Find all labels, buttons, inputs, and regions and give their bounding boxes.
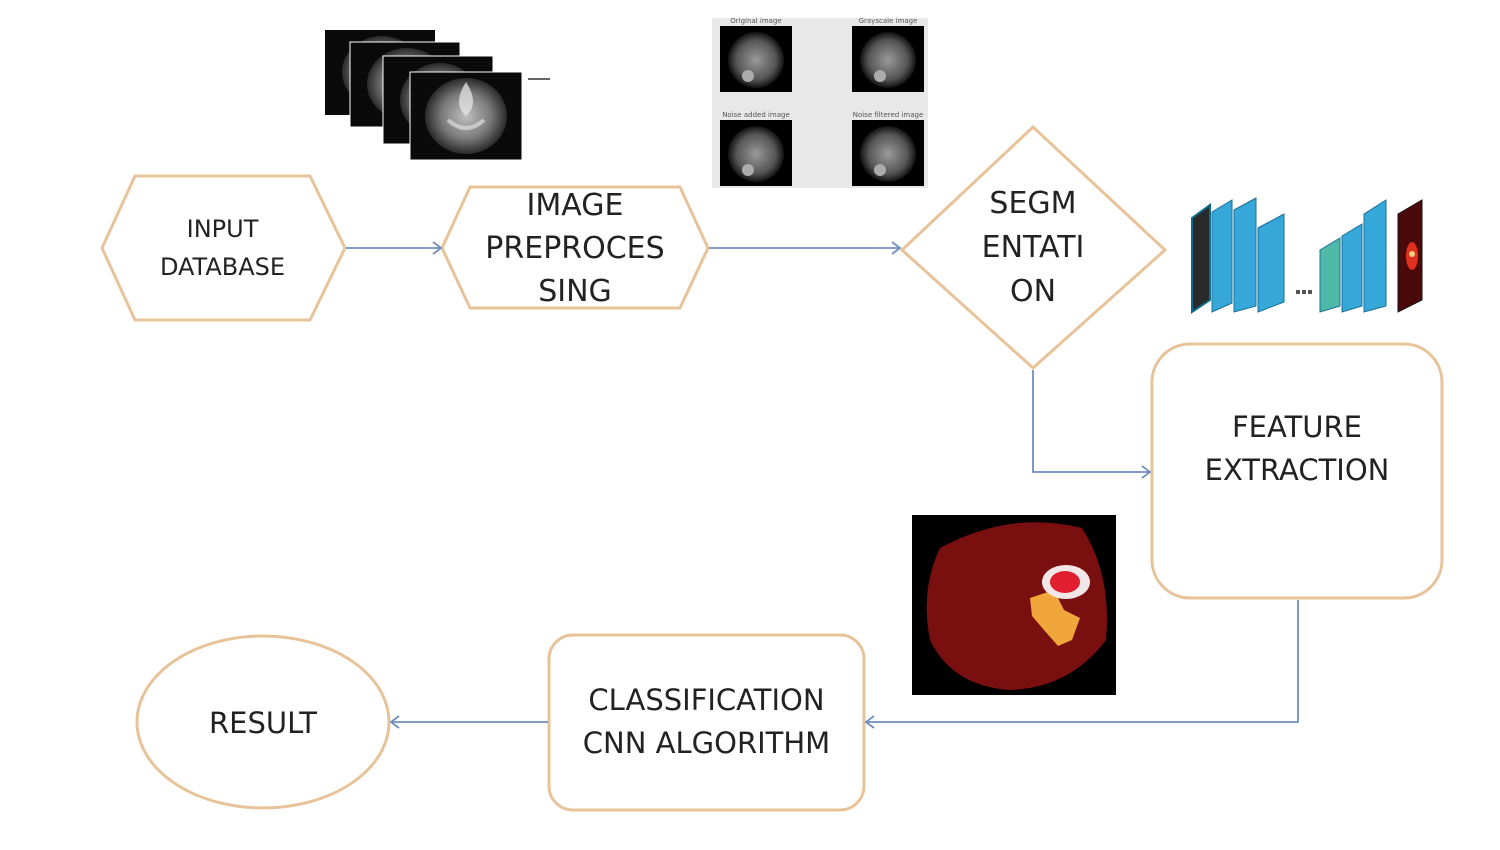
arrow-feature-to-classification bbox=[866, 600, 1299, 723]
arrowhead-classification-to-result bbox=[389, 715, 400, 729]
classification-label-line-1: CLASSIFICATION bbox=[588, 683, 825, 717]
image-preprocessing-label: IMAGE PREPROCES SING bbox=[455, 182, 695, 314]
result-label-line-1: RESULT bbox=[209, 706, 317, 740]
input-database-label: INPUT DATABASE bbox=[120, 200, 325, 295]
thumbnail-caption-noise-filtered: Noise filtered image bbox=[853, 111, 924, 119]
feature-extraction-label-line-1: FEATURE bbox=[1231, 410, 1362, 444]
segmentation-label-line-1: SEGM bbox=[989, 186, 1077, 221]
feature-extraction-node bbox=[1150, 342, 1444, 600]
segmentation-node bbox=[899, 124, 1168, 371]
thumbnail-caption-grayscale: Grayscale image bbox=[859, 17, 918, 25]
image-preprocessing-label-line-2: PREPROCES bbox=[485, 230, 665, 266]
input-database-label-line-2: DATABASE bbox=[159, 252, 286, 281]
arrowhead-input-to-preprocessing bbox=[432, 241, 443, 255]
segmentation-label: SEGM ENTATI ON bbox=[960, 182, 1106, 314]
thumbnail-caption-original: Original image bbox=[730, 17, 781, 25]
classification-label: CLASSIFICATION CNN ALGORITHM bbox=[554, 677, 859, 767]
arrowhead-preprocessing-to-segmentation bbox=[891, 241, 902, 255]
arrow-segmentation-to-feature bbox=[1032, 370, 1150, 473]
segmentation-label-line-2: ENTATI bbox=[981, 230, 1085, 265]
classification-label-line-2: CNN ALGORITHM bbox=[582, 726, 831, 760]
arrowhead-segmentation-to-feature bbox=[1141, 465, 1152, 479]
preprocessing-thumbnails-image: Original image Grayscale image Noise add… bbox=[712, 17, 928, 188]
arrowhead-feature-to-classification bbox=[864, 715, 875, 729]
feature-extraction-label-line-2: EXTRACTION bbox=[1204, 453, 1390, 487]
image-preprocessing-label-line-3: SING bbox=[538, 273, 612, 309]
result-node bbox=[135, 634, 391, 810]
mri-slice-stack-image bbox=[325, 30, 550, 161]
tumor-segmentation-image bbox=[912, 515, 1116, 695]
segmentation-label-line-3: ON bbox=[1009, 274, 1057, 309]
connectors bbox=[346, 241, 1299, 729]
cnn-layers-image bbox=[1191, 197, 1423, 314]
thumbnail-caption-noise-added: Noise added image bbox=[722, 111, 790, 119]
image-preprocessing-label-line-1: IMAGE bbox=[526, 187, 624, 223]
input-database-node bbox=[100, 174, 347, 322]
classification-node bbox=[547, 633, 866, 812]
input-database-label-line-1: INPUT bbox=[186, 214, 259, 243]
result-label: RESULT bbox=[150, 700, 376, 746]
feature-extraction-label: FEATURE EXTRACTION bbox=[1158, 404, 1436, 494]
